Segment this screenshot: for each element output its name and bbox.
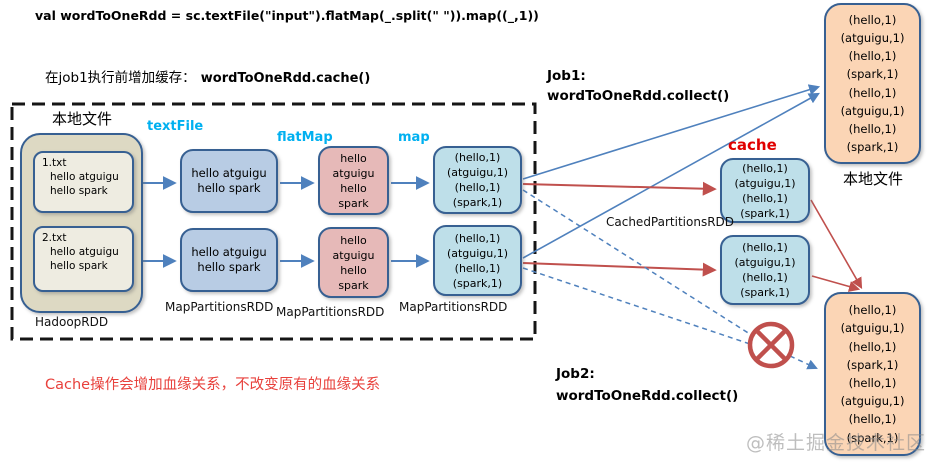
node-text-line: (hello,1) bbox=[848, 339, 897, 354]
node-text-line: hello bbox=[340, 181, 367, 195]
cached-partition-1: (hello,1)(atguigu,1)(hello,1)(spark,1) bbox=[720, 158, 810, 223]
node-text-line: hello bbox=[340, 151, 367, 165]
node-text-line: (atguigu,1) bbox=[734, 256, 796, 269]
job2-code: wordToOneRdd.collect() bbox=[556, 388, 739, 404]
node-text-line: (hello,1) bbox=[742, 241, 788, 254]
job2-dashed-line-out bbox=[789, 355, 818, 370]
node-text-line: (spark,1) bbox=[846, 357, 899, 372]
cache-arrow-p2 bbox=[522, 262, 717, 277]
stage-boundary-dashed-box bbox=[10, 102, 537, 341]
cache-arrow-p1 bbox=[522, 181, 717, 196]
cached-partition-2: (hello,1) (atguigu,1) (hello,1) (spark,1) bbox=[720, 235, 810, 305]
lineage-cut-icon bbox=[747, 321, 795, 369]
node-text-line: (hello,1) bbox=[454, 261, 501, 275]
op-textfile-label: textFile bbox=[147, 119, 204, 134]
node-text-line: hello bbox=[340, 233, 367, 247]
node-text-line: (hello,1) bbox=[848, 49, 897, 64]
job2-result-node: (hello,1) (atguigu,1) (hello,1) (spark,1) (h… bbox=[824, 292, 921, 456]
node-text-line: (spark,1) bbox=[740, 286, 790, 299]
map-rdd-caption: MapPartitionsRDD bbox=[399, 300, 508, 314]
node-text-line: spark bbox=[338, 196, 369, 210]
file-line: hello atguigu bbox=[50, 171, 119, 183]
node-text-line: (spark,1) bbox=[452, 276, 503, 290]
file-node-2: 2.txt hello atguigu hello spark bbox=[33, 226, 134, 292]
file-line: hello spark bbox=[50, 260, 108, 272]
node-text-line: (hello,1) bbox=[848, 85, 897, 100]
job1-title: Job1: bbox=[547, 68, 586, 84]
local-files-label: 本地文件 bbox=[52, 110, 113, 128]
file-line: hello atguigu bbox=[50, 246, 119, 258]
job1-result-node: (hello,1) (atguigu,1) (hello,1) (spark,1) (h… bbox=[824, 3, 921, 164]
node-text-line: (hello,1) bbox=[454, 231, 501, 245]
node-text-line: (spark,1) bbox=[452, 196, 503, 209]
job2-dashed-line-p1 bbox=[522, 189, 754, 337]
node-text-line: (atguigu,1) bbox=[840, 321, 905, 336]
node-text-line: (hello,1) bbox=[848, 376, 897, 390]
job1-line-p2 bbox=[522, 92, 820, 259]
node-text-line: (atguigu,1) bbox=[446, 166, 509, 179]
node-text-line: (atguigu,1) bbox=[446, 246, 509, 260]
node-text-line: (spark,1) bbox=[846, 67, 899, 82]
node-text-line: (hello,1) bbox=[742, 191, 788, 205]
op-map-label: map bbox=[398, 130, 430, 145]
node-text-line: (hello,1) bbox=[742, 271, 788, 284]
textfile-rdd-caption: MapPartitionsRDD bbox=[165, 300, 274, 314]
cache-op-label: cache bbox=[728, 136, 777, 154]
cache-note-code: wordToOneRdd.cache() bbox=[200, 71, 371, 86]
file-name: 1.txt bbox=[42, 157, 67, 169]
node-text-line: hello atguigu bbox=[191, 245, 267, 259]
job2-dashed-line-p2 bbox=[522, 267, 751, 345]
rdd-definition-code: val wordToOneRdd = sc.textFile("input").… bbox=[35, 8, 539, 23]
node-text-line: (hello,1) bbox=[454, 181, 501, 194]
cache-to-job2-line-p2 bbox=[811, 275, 861, 292]
node-text-line: (hello,1) bbox=[742, 161, 788, 175]
node-text-line: (atguigu,1) bbox=[840, 30, 905, 45]
map-rdd-partition-1: (hello,1) (atguigu,1) (hello,1) (spark,1) bbox=[433, 146, 522, 214]
node-text-line: (atguigu,1) bbox=[734, 176, 796, 190]
node-text-line: (hello,1) bbox=[848, 121, 897, 136]
job1-code: wordToOneRdd.collect() bbox=[547, 88, 730, 104]
cache-note-text: 在job1执行前增加缓存： bbox=[45, 70, 196, 86]
node-text-line: hello atguigu bbox=[191, 166, 267, 180]
cache-lineage-note: Cache操作会增加血缘关系，不改变原有的血缘关系 bbox=[45, 377, 381, 393]
flatmap-rdd-caption: MapPartitionsRDD bbox=[276, 305, 385, 319]
file-node-1: 1.txt hello atguigu hello spark bbox=[33, 151, 134, 213]
cache-to-job2-line-p1 bbox=[810, 199, 863, 289]
node-text-line: (atguigu,1) bbox=[840, 103, 905, 118]
job1-line-p1 bbox=[522, 84, 821, 180]
watermark: @稀土掘金技术社区 bbox=[746, 432, 927, 454]
node-text-line: spark bbox=[338, 278, 369, 292]
cached-rdd-caption: CachedPartitionsRDD bbox=[606, 215, 735, 229]
node-text-line: hello spark bbox=[197, 260, 261, 274]
job2-title: Job2: bbox=[556, 366, 595, 382]
node-text-line: atguigu bbox=[332, 166, 375, 180]
job1-result-caption: 本地文件 bbox=[843, 170, 904, 188]
node-text-line: atguigu bbox=[332, 248, 375, 262]
node-text-line: (hello,1) bbox=[848, 12, 897, 27]
node-text-line: (hello,1) bbox=[454, 151, 501, 164]
node-text-line: (spark,1) bbox=[846, 430, 899, 445]
file-name: 2.txt bbox=[42, 232, 67, 244]
hadoop-rdd-caption: HadoopRDD bbox=[35, 315, 109, 329]
cache-note: 在job1执行前增加缓存： wordToOneRdd.cache() bbox=[45, 66, 370, 86]
file-line: hello spark bbox=[50, 185, 108, 197]
node-text-line: (atguigu,1) bbox=[840, 394, 905, 409]
op-flatmap-label: flatMap bbox=[277, 130, 333, 145]
node-text-line: (spark,1) bbox=[740, 206, 790, 220]
node-text-line: (hello,1) bbox=[848, 412, 897, 427]
node-text-line: hello bbox=[340, 263, 367, 277]
node-text-line: (hello,1) bbox=[848, 303, 897, 318]
map-rdd-partition-2: (hello,1)(atguigu,1)(hello,1)(spark,1) bbox=[433, 225, 522, 296]
node-text-line: hello spark bbox=[197, 181, 261, 195]
node-text-line: (spark,1) bbox=[846, 140, 899, 155]
